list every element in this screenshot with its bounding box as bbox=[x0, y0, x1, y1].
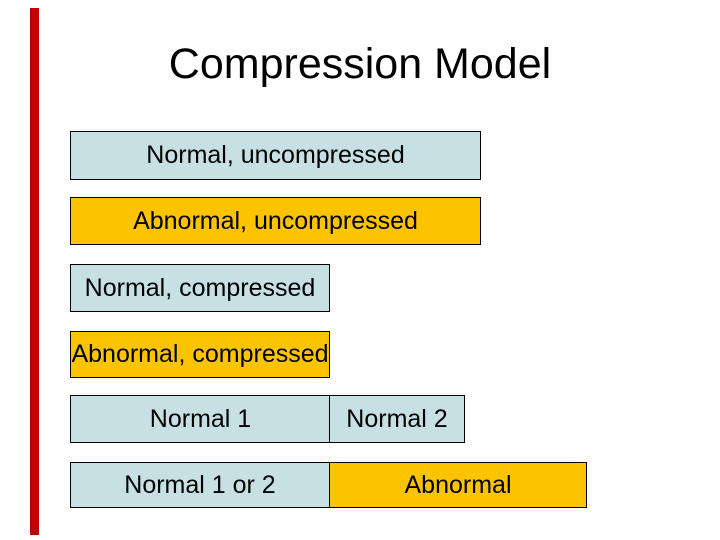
slide-title: Compression Model bbox=[168, 40, 552, 88]
box-label: Normal 1 or 2 bbox=[124, 470, 276, 499]
red-accent-bar bbox=[30, 8, 39, 535]
box-abnormal: Abnormal bbox=[329, 462, 587, 508]
box-label: Abnormal, uncompressed bbox=[133, 206, 418, 235]
box-label: Abnormal bbox=[404, 470, 512, 499]
box-label: Normal, compressed bbox=[84, 273, 316, 302]
box-label: Abnormal, compressed bbox=[71, 340, 329, 368]
box-normal-uncompressed: Normal, uncompressed bbox=[70, 131, 481, 180]
box-abnormal-uncompressed: Abnormal, uncompressed bbox=[70, 197, 481, 245]
box-label: Normal, uncompressed bbox=[146, 141, 405, 169]
box-label: Normal 1 bbox=[149, 404, 252, 433]
box-label: Normal 2 bbox=[346, 404, 448, 433]
box-normal-1-or-2: Normal 1 or 2 bbox=[70, 462, 330, 508]
box-normal-2: Normal 2 bbox=[329, 395, 465, 443]
box-normal-1: Normal 1 bbox=[70, 395, 331, 443]
box-normal-compressed: Normal, compressed bbox=[70, 264, 330, 312]
box-abnormal-compressed: Abnormal, compressed bbox=[70, 331, 330, 378]
